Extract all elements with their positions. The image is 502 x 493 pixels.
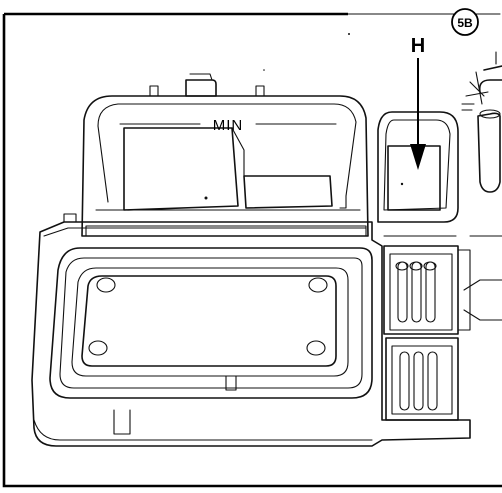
min-level-label: MIN — [213, 117, 244, 134]
callout-arrow-h: H — [410, 35, 426, 170]
siphon-cap-detail — [461, 51, 502, 321]
detergent-compartment: MIN — [81, 73, 369, 237]
rinse-grille — [383, 235, 471, 421]
callout-label-h: H — [411, 35, 425, 57]
figure-badge-label: 5B — [457, 16, 473, 30]
figure-badge: 5B — [451, 8, 479, 36]
figure-frame — [2, 12, 502, 488]
drawer-base-tray — [31, 213, 471, 447]
softener-compartment — [49, 247, 373, 435]
